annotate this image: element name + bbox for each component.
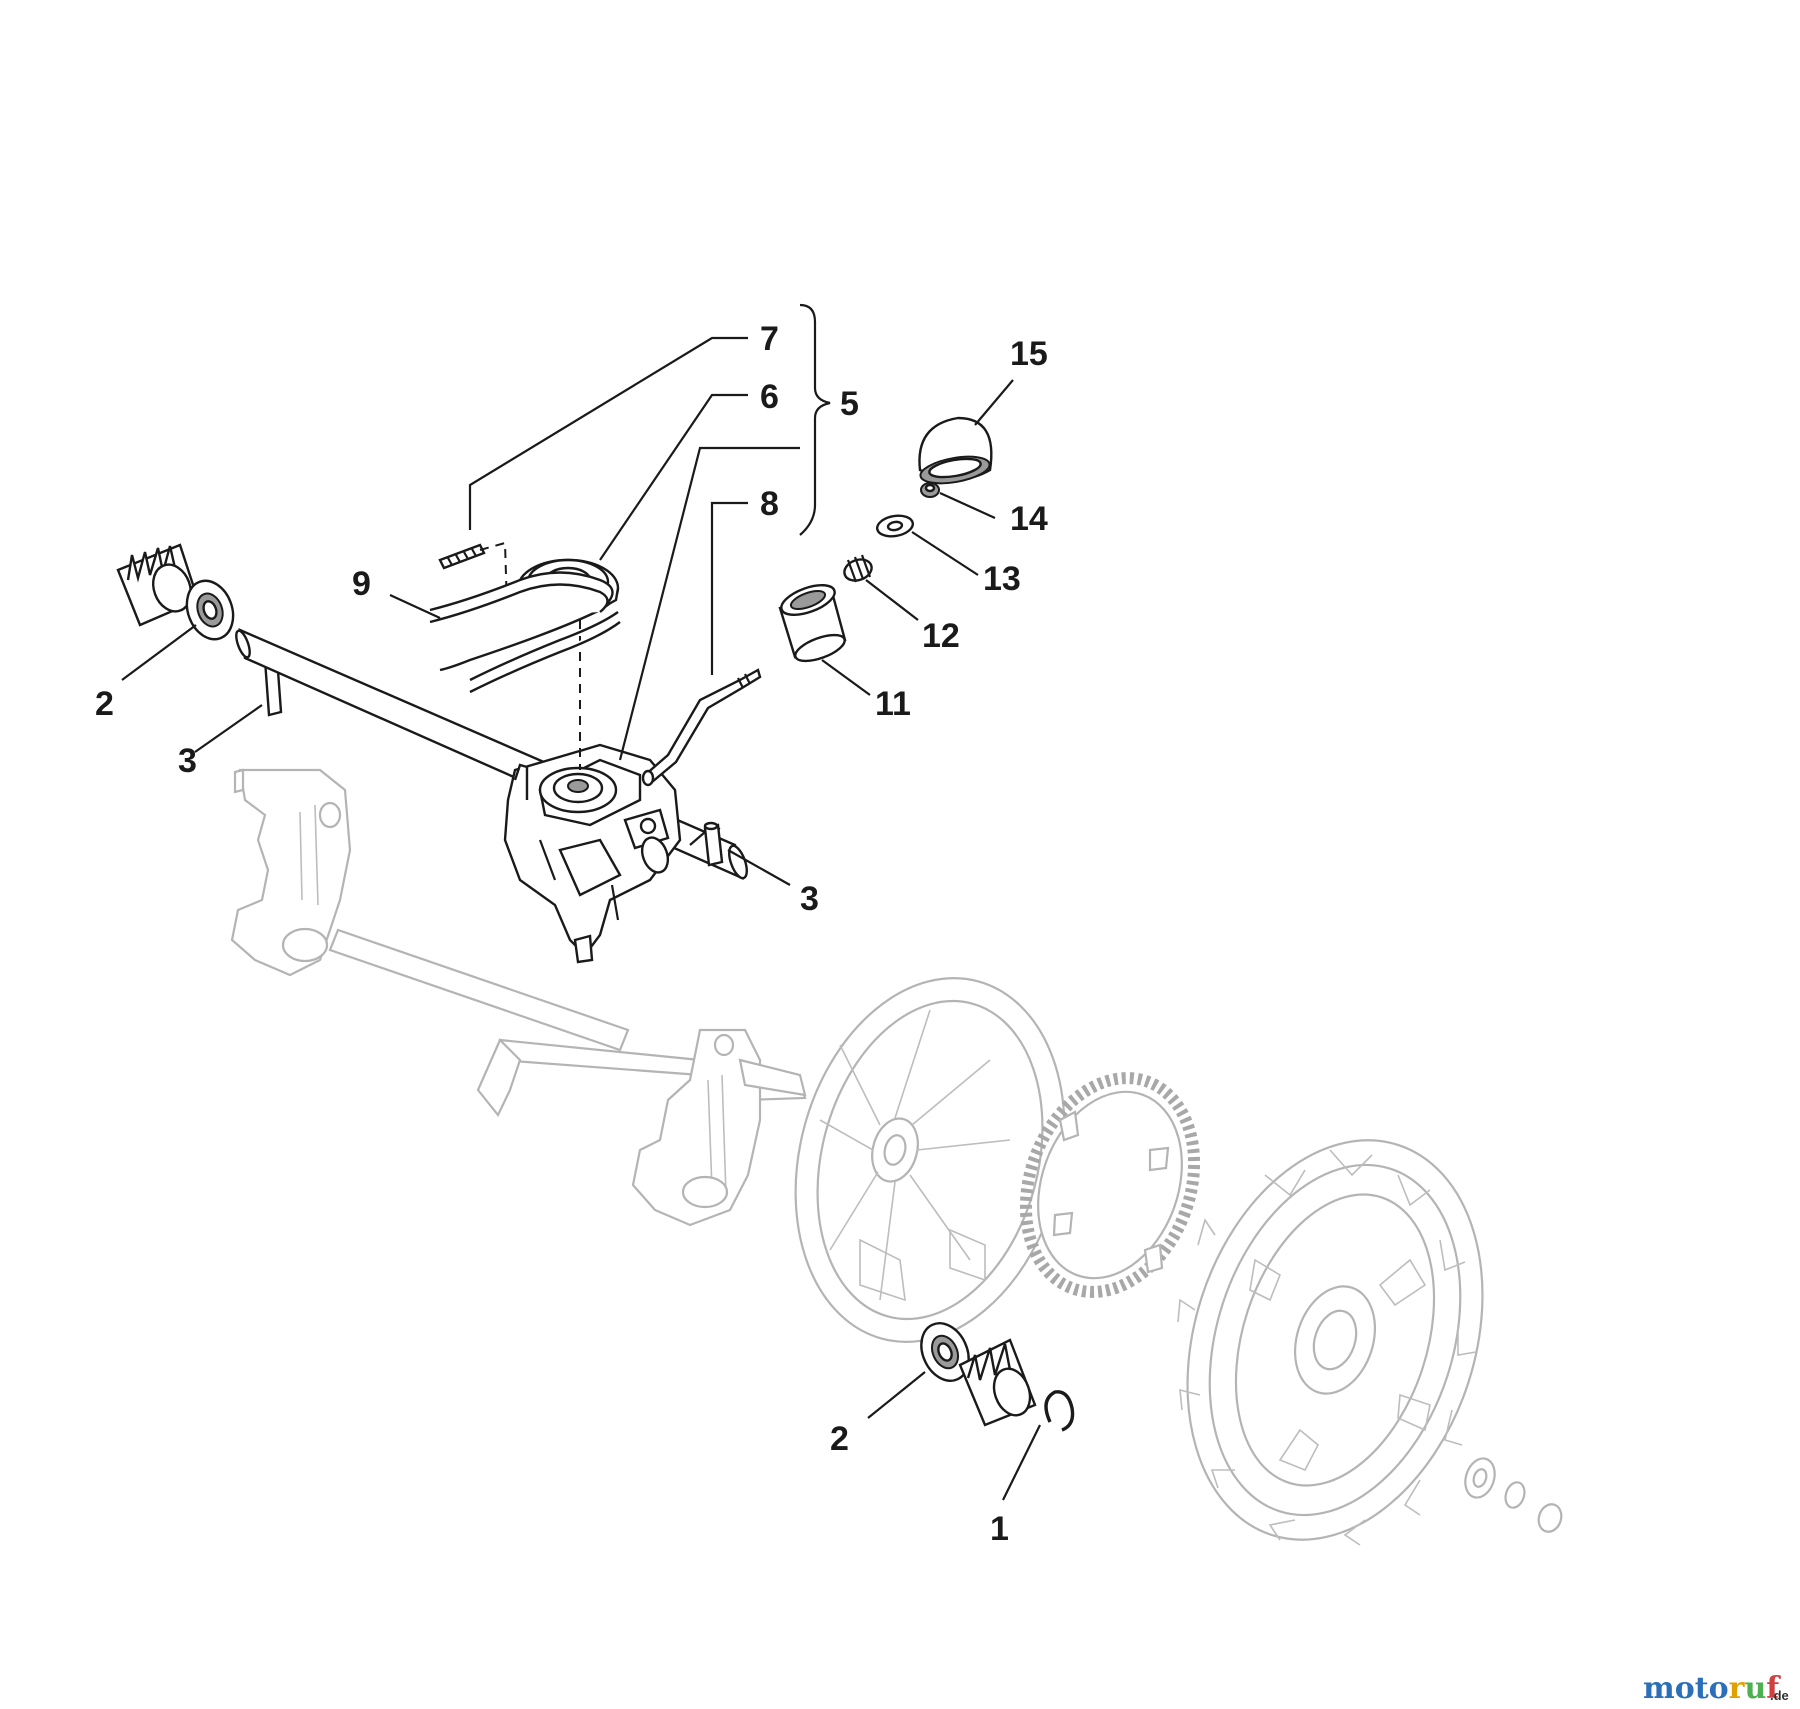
wm-letter-3: o	[1709, 1671, 1729, 1706]
ghost-parts	[230, 768, 1563, 1546]
callout-7: 7	[760, 320, 779, 358]
wm-suffix: .de	[1770, 1688, 1789, 1703]
leader-5-gearbox	[618, 446, 800, 761]
washer	[875, 514, 915, 538]
callout-8: 8	[760, 485, 779, 523]
knob-cap	[918, 416, 993, 485]
pinion-gear-bottom	[958, 1338, 1037, 1427]
leader-1	[1002, 1424, 1041, 1501]
leader-14	[939, 491, 996, 520]
callout-14: 14	[1010, 500, 1048, 538]
callout-2-top: 2	[95, 685, 114, 723]
callout-11: 11	[875, 685, 911, 723]
left-height-bracket	[230, 768, 352, 977]
callout-12: 12	[922, 617, 960, 655]
callout-3-left: 3	[178, 742, 197, 780]
wm-letter-2: t	[1695, 1671, 1709, 1706]
callout-5: 5	[840, 385, 859, 423]
leader-lines	[121, 336, 1041, 1501]
key-pin	[438, 543, 486, 570]
leader-9	[389, 594, 441, 619]
wm-letter-4: r	[1729, 1671, 1746, 1706]
leader-2-bottom	[867, 1371, 926, 1419]
callout-labels: 7 6 5 8 9 2 3 3 11 12 13 14 15 2 1	[95, 320, 1048, 1548]
callout-1: 1	[990, 1510, 1009, 1548]
leader-15	[974, 379, 1014, 426]
wm-letter-1: o	[1675, 1671, 1695, 1706]
leader-13	[911, 531, 979, 576]
bearing-top	[185, 579, 235, 641]
rear-wheel	[1177, 1139, 1563, 1546]
gearbox-housing	[503, 743, 682, 964]
nut	[920, 482, 940, 498]
callout-6: 6	[760, 378, 779, 416]
assembly-brace-5	[799, 303, 831, 536]
callout-9: 9	[352, 565, 371, 603]
leader-11	[821, 659, 871, 696]
callout-3-right: 3	[800, 880, 819, 918]
wm-letter-0: m	[1643, 1671, 1675, 1706]
pinion-gear-top	[116, 543, 200, 627]
leader-3-left	[194, 704, 263, 753]
spring	[843, 554, 873, 583]
drive-belt	[429, 571, 621, 694]
roll-pin-right	[703, 821, 724, 867]
leader-6	[599, 393, 748, 561]
wm-letter-5: u	[1744, 1671, 1766, 1706]
wheel-hub-disc	[794, 977, 1066, 1343]
drive-gear-ring	[1019, 1072, 1201, 1298]
leader-2-top	[121, 624, 197, 681]
main-parts	[116, 416, 1075, 1432]
right-height-bracket	[631, 1028, 807, 1227]
bearing-bottom	[920, 1322, 970, 1382]
motoruf-watermark: motoruf .de	[1643, 1671, 1789, 1706]
callout-15: 15	[1010, 335, 1048, 373]
callout-2-bottom: 2	[830, 1420, 849, 1458]
leader-3-right	[727, 849, 791, 886]
clutch-cup	[778, 584, 847, 663]
control-rod	[641, 668, 762, 787]
wm-letter-6: f	[1766, 1671, 1781, 1706]
svg-text:motoruf: motoruf	[1643, 1671, 1781, 1706]
leader-8	[710, 501, 748, 675]
leader-7	[468, 336, 748, 530]
callout-13: 13	[983, 560, 1021, 598]
leader-12	[865, 579, 919, 621]
circlip	[1044, 1390, 1075, 1432]
